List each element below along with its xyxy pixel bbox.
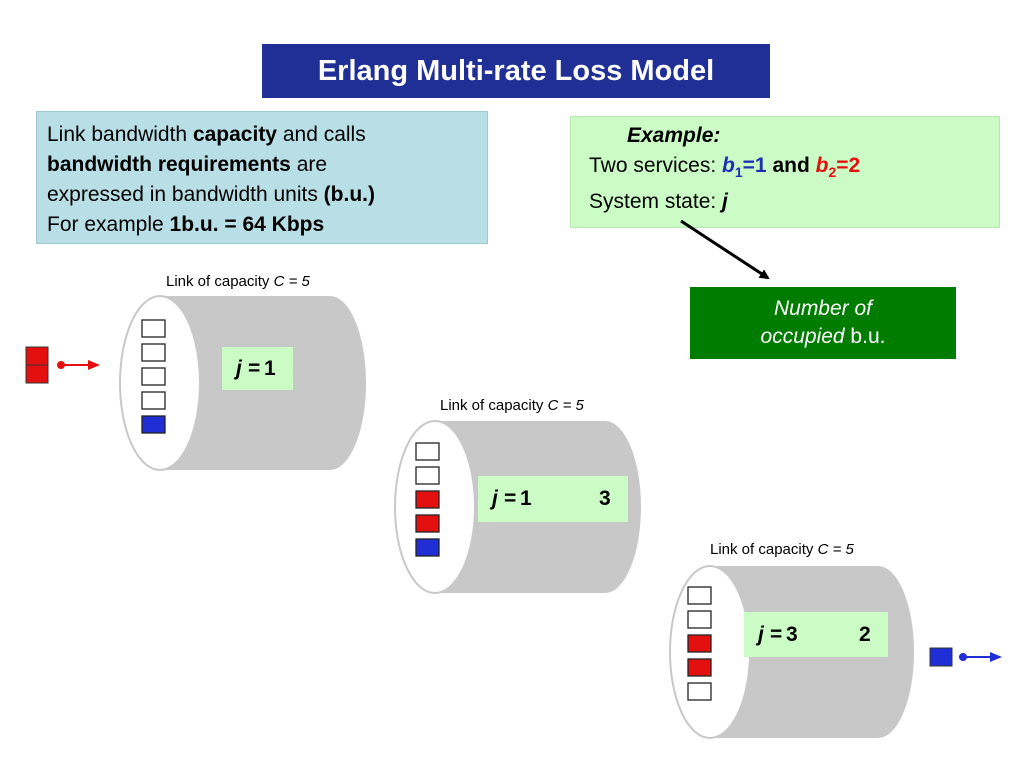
- example-arrow: [680, 219, 770, 280]
- bu-slot-red: [415, 490, 440, 509]
- bu-slot-empty: [415, 442, 440, 461]
- info-box: Link bandwidth capacity and calls bandwi…: [36, 111, 488, 244]
- bu-slot-blue: [415, 538, 440, 557]
- state-box-3: j =3 2: [744, 612, 888, 657]
- bu-slot-empty: [141, 391, 166, 410]
- bu-slot-red: [415, 514, 440, 533]
- state-box-1: j =1: [222, 347, 293, 390]
- link-caption-2: Link of capacity C = 5: [440, 397, 584, 414]
- example-heading: Example:: [627, 124, 721, 147]
- bandwidth-slots: [141, 319, 712, 701]
- bu-slot-empty: [687, 610, 712, 629]
- bu-slot-empty: [141, 367, 166, 386]
- bu-slot-red: [687, 634, 712, 653]
- bu-slot-empty: [141, 343, 166, 362]
- bu-slot-empty: [415, 466, 440, 485]
- slide-title: Erlang Multi-rate Loss Model: [262, 44, 770, 98]
- example-services: Two services: b1=1 and b2=2: [589, 154, 861, 181]
- link-caption-1: Link of capacity C = 5: [166, 273, 310, 290]
- example-box: Example: Two services: b1=1 and b2=2 Sys…: [570, 116, 1000, 228]
- state-box-2: j =1 3: [478, 476, 628, 522]
- example-state: System state: j: [589, 190, 728, 214]
- bu-slot-empty: [687, 682, 712, 701]
- bu-slot-blue: [141, 415, 166, 434]
- bu-slot-empty: [687, 586, 712, 605]
- link-caption-3: Link of capacity C = 5: [710, 541, 854, 558]
- bu-slot-red: [687, 658, 712, 677]
- incoming-call-red: [25, 346, 100, 384]
- bu-slot-empty: [141, 319, 166, 338]
- departing-call-blue: [929, 647, 1002, 667]
